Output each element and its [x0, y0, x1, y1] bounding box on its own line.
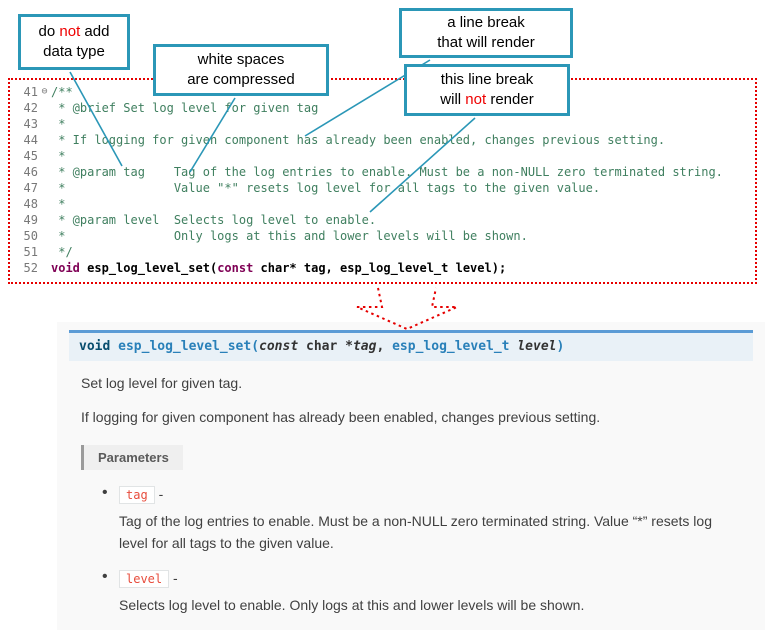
code-line: 46 * @param tag Tag of the log entries t…: [12, 164, 755, 180]
code-line: 51 */: [12, 244, 755, 260]
param-dash: -: [154, 486, 164, 502]
code-line: 41⊖/**: [12, 84, 755, 100]
sig-type-link[interactable]: esp_log_level_t: [392, 339, 510, 354]
callout-text-emphasis: not: [59, 22, 81, 40]
code-line: 49 * @param level Selects log level to e…: [12, 212, 755, 228]
callout-text: add: [80, 22, 110, 40]
callout-line-break-no-render: this line break will not render: [404, 64, 570, 116]
param-description: Tag of the log entries to enable. Must b…: [119, 513, 712, 551]
callout-line: a line break: [447, 13, 525, 31]
param-name-literal: tag: [119, 486, 155, 504]
callout-line: will not render: [440, 90, 533, 110]
const-keyword: const: [217, 261, 254, 275]
callout-line: data type: [43, 43, 105, 60]
code-text: /**: [51, 85, 73, 99]
function-signature: void esp_log_level_set(const char *tag, …: [69, 330, 753, 361]
function-name-and-paren: esp_log_level_set(: [79, 261, 218, 275]
line-number: 42: [23, 101, 38, 115]
line-number: 45: [23, 149, 38, 163]
parameter-list-text: char* tag, esp_log_level_t level);: [253, 261, 507, 275]
rendered-docs-panel: void esp_log_level_set(const char *tag, …: [57, 322, 765, 630]
line-number: 43: [23, 117, 38, 131]
param-item-level: level - Selects log level to enable. Onl…: [102, 568, 741, 617]
fold-collapse-icon[interactable]: ⊖: [41, 86, 48, 97]
code-text: * Value "*" resets log level for all tag…: [51, 181, 601, 195]
docs-body: Set log level for given tag. If logging …: [57, 361, 765, 617]
line-number: 41: [23, 85, 38, 99]
callout-line-break-renders: a line break that will render: [399, 8, 573, 58]
sig-char-pointer: char *: [298, 339, 353, 354]
line-number: 50: [23, 229, 38, 243]
callout-text-emphasis: not: [465, 91, 487, 108]
code-text: * @brief Set log level for given tag: [51, 101, 319, 115]
sig-function-name: esp_log_level_set: [118, 339, 252, 354]
param-description: Selects log level to enable. Only logs a…: [119, 597, 585, 614]
code-line: 48 *: [12, 196, 755, 212]
line-number: 47: [23, 181, 38, 195]
callout-line: that will render: [437, 34, 535, 51]
code-line: 45 *: [12, 148, 755, 164]
parameters-heading: Parameters: [81, 445, 183, 470]
code-line: 44 * If logging for given component has …: [12, 132, 755, 148]
void-keyword: void: [51, 261, 80, 275]
callout-line: white spaces: [197, 50, 285, 68]
code-line: 43 *: [12, 116, 755, 132]
sig-arg-tag: tag: [352, 339, 377, 354]
docs-description: If logging for given component has alrea…: [81, 409, 601, 425]
param-name-literal: level: [119, 570, 170, 589]
callout-text: render: [486, 91, 534, 108]
code-text: * @param tag Tag of the log entries to e…: [51, 165, 723, 179]
line-number: 49: [23, 213, 38, 227]
code-text: *: [51, 197, 66, 211]
callout-no-datatype: do not add data type: [18, 14, 130, 70]
line-number: 51: [23, 245, 38, 259]
param-head: level -: [119, 568, 741, 589]
code-text: *: [51, 149, 66, 163]
code-line-function-declaration: 52 void esp_log_level_set(const char* tag…: [12, 260, 755, 276]
callout-text: do: [38, 22, 60, 40]
callout-line: are compressed: [187, 71, 295, 88]
sig-const-keyword: const: [259, 339, 299, 354]
param-dash: -: [169, 570, 178, 587]
code-line: 42 * @brief Set log level for given tag: [12, 100, 755, 116]
sig-open-paren: (: [251, 339, 260, 354]
param-head: tag -: [119, 484, 741, 505]
callout-line: this line break: [440, 70, 534, 88]
line-number: 48: [23, 197, 38, 211]
code-text: */: [51, 245, 73, 259]
code-text: * Only logs at this and lower levels wil…: [51, 229, 528, 243]
sig-comma: ,: [376, 339, 393, 354]
code-text: * @param level Selects log level to enab…: [51, 213, 377, 227]
line-number: 44: [23, 133, 38, 147]
code-text: * If logging for given component has alr…: [51, 133, 666, 147]
line-number: 46: [23, 165, 38, 179]
callout-whitespace-compressed: white spaces are compressed: [153, 44, 329, 96]
sig-close-paren: ): [556, 339, 565, 354]
docs-brief: Set log level for given tag.: [81, 375, 243, 391]
sig-return-type: void: [79, 339, 111, 354]
callout-line: do not add: [39, 22, 110, 42]
sig-space: [110, 339, 118, 354]
code-text: *: [51, 117, 66, 131]
source-code-editor-snippet: 41⊖/** 42 * @brief Set log level for giv…: [8, 78, 757, 284]
code-text: void esp_log_level_set(const char* tag, …: [51, 261, 506, 275]
code-line: 50 * Only logs at this and lower levels …: [12, 228, 755, 244]
param-item-tag: tag - Tag of the log entries to enable. …: [102, 484, 741, 554]
sig-arg-level: level: [517, 339, 557, 354]
parameters-list: tag - Tag of the log entries to enable. …: [102, 484, 741, 617]
code-line: 47 * Value "*" resets log level for all …: [12, 180, 755, 196]
callout-text: will: [440, 91, 466, 108]
line-number: 52: [23, 261, 38, 275]
